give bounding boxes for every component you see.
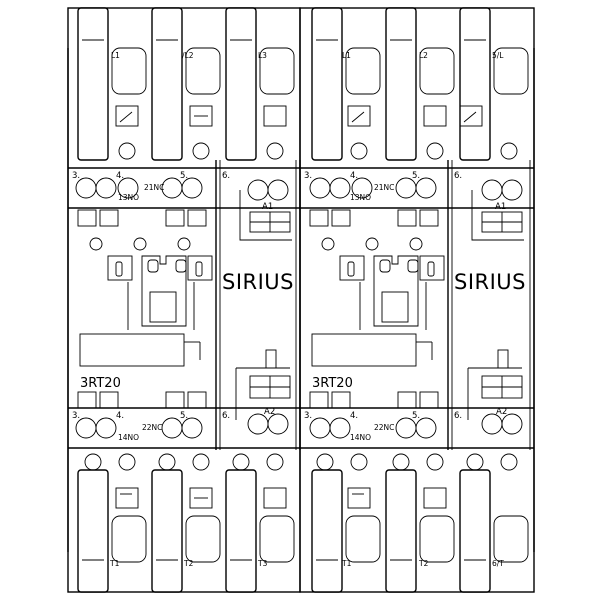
aux-bottom-no-left: 14NO xyxy=(118,433,139,442)
aux-top-nc-right: 21NC xyxy=(374,183,394,192)
terminal-label-l2-right: L2 xyxy=(419,51,428,60)
terminal-label-t2-left: T2 xyxy=(183,559,194,568)
terminal-label-t3-left: T3 xyxy=(257,559,268,568)
brand-label-right: SIRIUS xyxy=(454,270,526,294)
right-contactor-body: 3RT20 xyxy=(309,209,445,409)
model-label-right: 3RT20 xyxy=(312,376,353,391)
coil-a1-label-right: A1 xyxy=(495,202,506,212)
aux-top-terminal-6-left: 6. xyxy=(222,171,230,181)
left-contactor-body: 3RT20 xyxy=(77,209,213,409)
terminal-label-l1-left: L1 xyxy=(111,51,120,60)
aux-bottom-no-right: 14NO xyxy=(350,433,371,442)
aux-top-terminal-3-left: 3. xyxy=(72,171,80,181)
aux-bottom-terminal-6-left: 6. xyxy=(222,411,230,421)
coil-module-right: SIRIUS xyxy=(454,190,526,420)
aux-top-terminal-5-left: 5. xyxy=(180,171,188,181)
coil-a2-label-left: A2 xyxy=(264,407,275,417)
terminal-label-l3-left: L3 xyxy=(258,51,267,60)
aux-bottom-terminal-4-left: 4. xyxy=(116,411,124,421)
terminal-label-t6-right: 6/T xyxy=(492,559,504,568)
aux-top-terminal-6-right: 6. xyxy=(454,171,462,181)
aux-bottom-terminal-4-right: 4. xyxy=(350,411,358,421)
model-label-left: 3RT20 xyxy=(80,376,121,391)
bottom-main-terminals xyxy=(77,453,529,593)
terminal-label-l5-right: 5/L xyxy=(492,51,504,60)
housing-outlines xyxy=(67,7,535,593)
aux-top-terminal-3-right: 3. xyxy=(304,171,312,181)
aux-bottom-terminal-3-left: 3. xyxy=(72,411,80,421)
terminal-label-t1-right: T1 xyxy=(341,559,352,568)
aux-top-terminal-4-right: 4. xyxy=(350,171,358,181)
aux-top-no-left: 13NO xyxy=(118,193,139,202)
terminal-label-t1-left: T1 xyxy=(109,559,120,568)
coil-module-left: SIRIUS xyxy=(222,190,294,420)
aux-bottom-nc-right: 22NC xyxy=(374,423,394,432)
terminal-label-t2-right: T2 xyxy=(418,559,429,568)
terminal-label-l2-left: /L2 xyxy=(182,51,194,60)
aux-bottom-nc-left: 22NC xyxy=(142,423,162,432)
aux-top-nc-left: 21NC xyxy=(144,183,164,192)
bottom-terminal-labels: T1 T2 T3 T1 T2 6/T xyxy=(109,559,504,568)
aux-top-no-right: 13NO xyxy=(350,193,371,202)
top-terminal-labels: L1 /L2 L3 L1 L2 5/L xyxy=(111,51,504,60)
terminal-label-l1-right: L1 xyxy=(342,51,351,60)
aux-top-terminal-4-left: 4. xyxy=(116,171,124,181)
coil-a2-label-right: A2 xyxy=(496,407,507,417)
aux-bottom-terminal-3-right: 3. xyxy=(304,411,312,421)
top-aux-band: 3. 4. 5. 6. 21NC 13NO 3. 4. 5. 6. 21NC 1… xyxy=(72,171,523,212)
aux-bottom-terminal-5-right: 5. xyxy=(412,411,420,421)
aux-bottom-terminal-5-left: 5. xyxy=(180,411,188,421)
top-main-terminals xyxy=(77,7,529,161)
brand-label-left: SIRIUS xyxy=(222,270,294,294)
aux-top-terminal-5-right: 5. xyxy=(412,171,420,181)
aux-bottom-terminal-6-right: 6. xyxy=(454,411,462,421)
coil-a1-label-left: A1 xyxy=(262,202,273,212)
bottom-aux-band: 3. 4. 5. 6. 22NC 14NO 3. 4. 5. 6. 22NC 1… xyxy=(72,407,523,442)
